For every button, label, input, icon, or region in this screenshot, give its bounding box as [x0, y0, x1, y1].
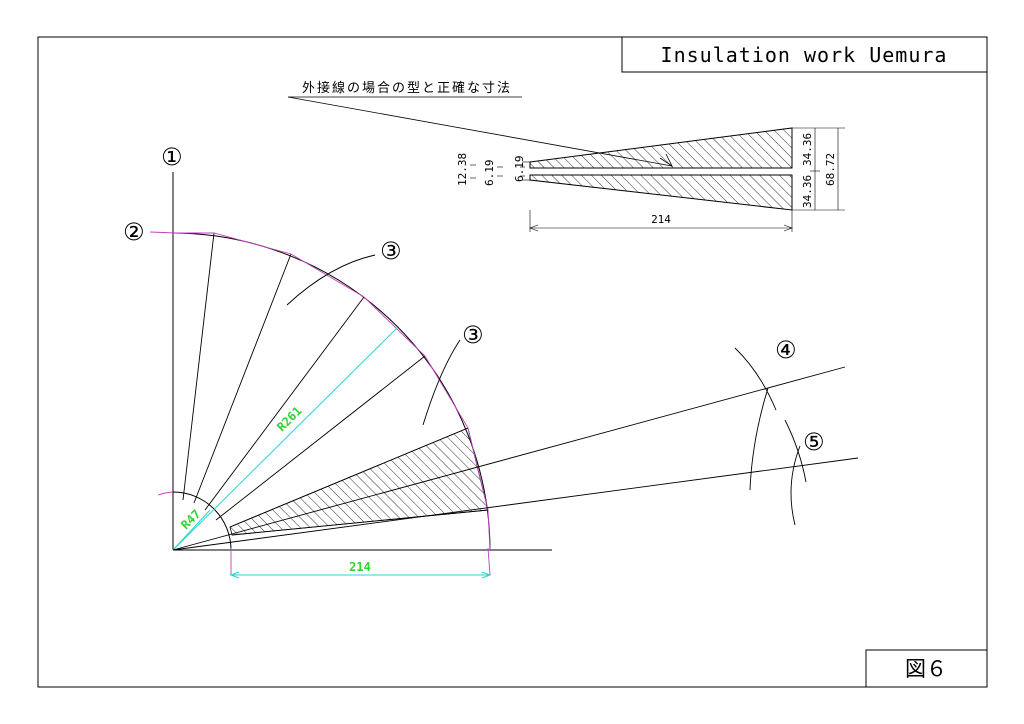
radius-line-r261 [172, 327, 398, 551]
tangent-polygon [173, 232, 491, 551]
marker-3-upper: ③ [380, 237, 402, 265]
figure-label: 図６ [905, 657, 947, 681]
dim-half-top: 34.36 [801, 133, 814, 166]
construction-arc-4b [749, 387, 769, 491]
dim-pattern-length: 214 [651, 213, 671, 226]
pattern-lower-half [529, 174, 793, 211]
leader-3a [286, 254, 376, 306]
dim-width-214: 214 [349, 560, 371, 574]
dim-half-bottom: 34.36 [801, 175, 814, 208]
marker-3-lower: ③ [462, 321, 484, 349]
marker-2: ② [123, 218, 145, 246]
pattern-template: 12.38 6.19 6.19 34.36 34.36 68.72 214 [456, 127, 845, 232]
title-text: Insulation work Uemura [661, 43, 948, 67]
construction-arc-5b [790, 445, 801, 526]
dim-12-38: 12.38 [456, 153, 469, 186]
fan-layout: 214 R261 R47 [149, 172, 859, 579]
figure-label-block: 図６ [865, 649, 988, 688]
dim-outer-radius: R261 [274, 404, 304, 434]
extension-line-4 [172, 366, 846, 551]
note-text: 外接線の場合の型と正確な寸法 [302, 80, 512, 96]
pattern-upper-half [529, 127, 793, 169]
dim-total-height: 68.72 [824, 153, 837, 186]
dim-6-19-a: 6.19 [483, 160, 496, 187]
dim-6-19-b: 6.19 [513, 156, 526, 183]
hatched-segment [229, 427, 489, 536]
marker-5: ⑤ [803, 428, 825, 456]
marker-4: ④ [775, 336, 797, 364]
marker-1: ① [161, 143, 183, 171]
sheet-border [37, 36, 988, 688]
construction-arc-4a [734, 347, 777, 411]
extension-line-5 [172, 457, 859, 551]
dim-inner-radius: R47 [178, 507, 203, 532]
radius-line-r47 [172, 509, 211, 551]
leader-3b [422, 339, 461, 426]
construction-arc-5a [784, 419, 807, 483]
title-block: Insulation work Uemura [621, 36, 988, 73]
